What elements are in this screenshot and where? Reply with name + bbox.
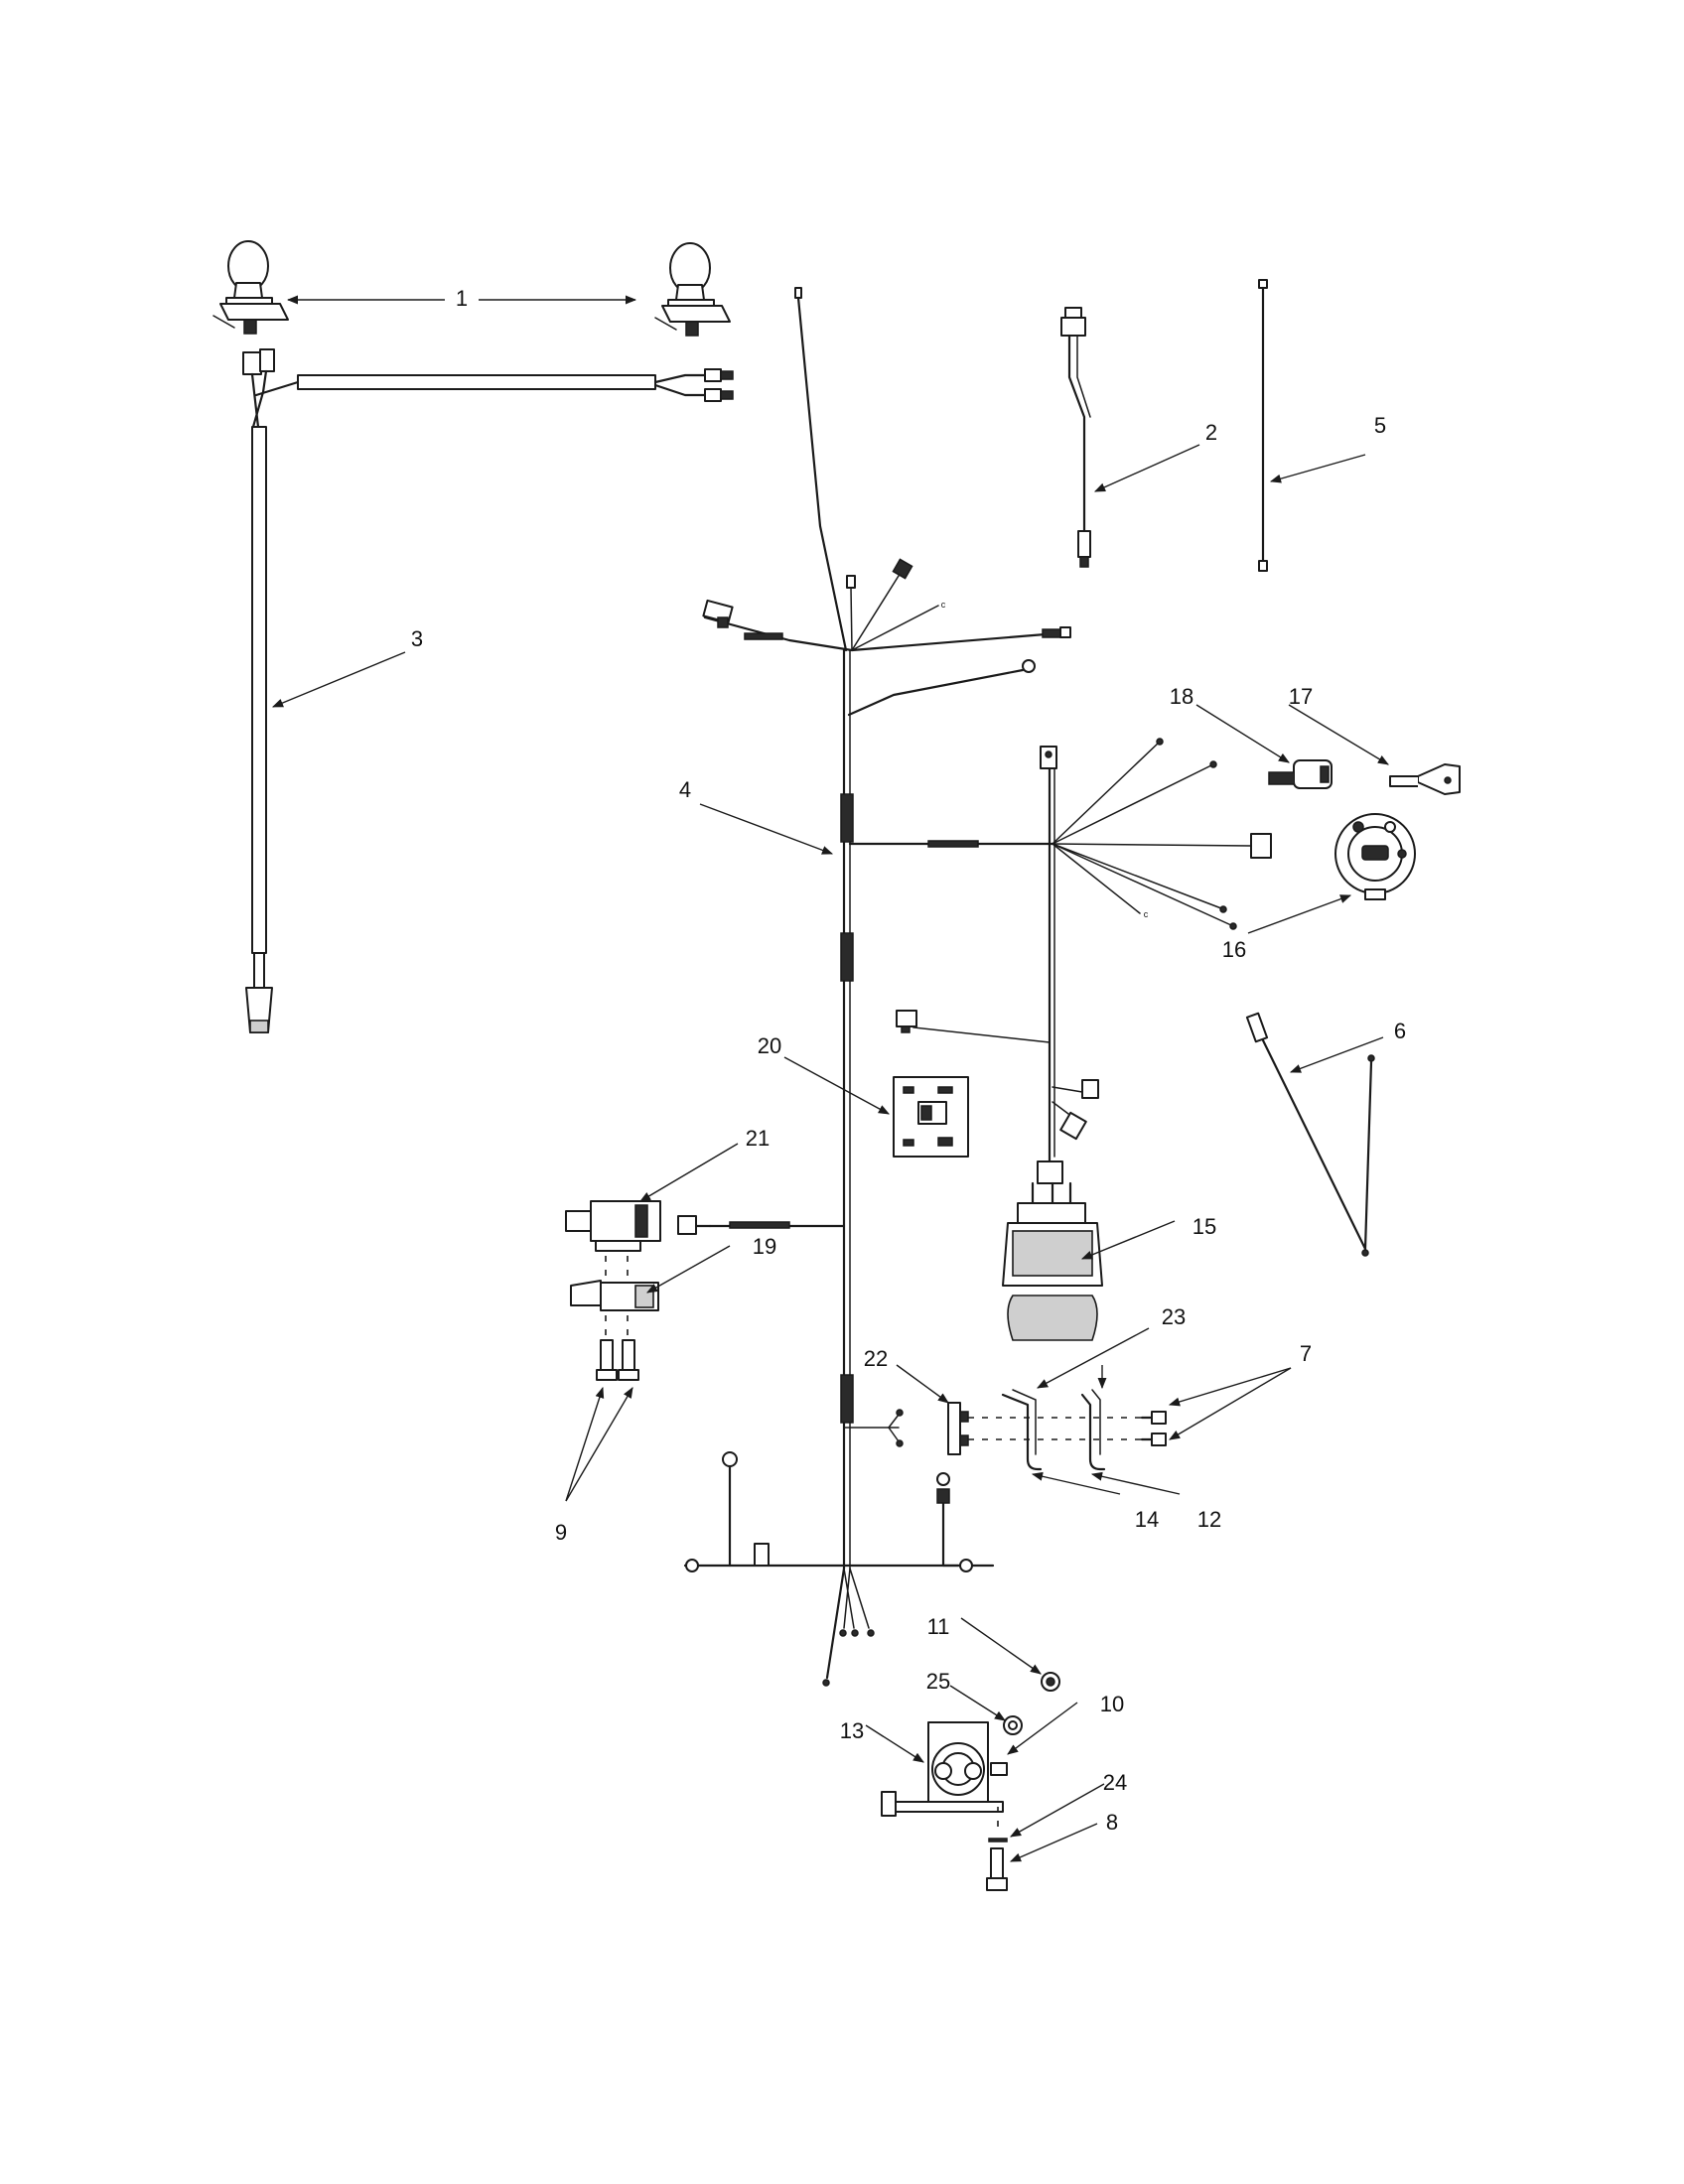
callout-14: 14 (1135, 1507, 1159, 1532)
headlight-bulb-left (212, 240, 289, 335)
callout-4: 4 (679, 777, 691, 802)
callout-7: 7 (1300, 1341, 1312, 1366)
callout-18: 18 (1170, 684, 1193, 709)
callout-labels: 1 2 3 4 5 6 7 8 9 10 11 12 13 14 15 16 1… (411, 286, 1406, 1835)
jumper-lead (1060, 307, 1091, 568)
bracket-12 (1080, 1389, 1106, 1471)
callout-9: 9 (555, 1520, 567, 1545)
screw-pair (596, 1339, 639, 1381)
dash-decal (893, 1076, 969, 1158)
svg-text:c: c (1144, 909, 1149, 919)
headlight-bulb-right (654, 242, 731, 337)
main-wiring-harness: c c (677, 287, 1272, 1687)
starter-solenoid (881, 1721, 1004, 1817)
callout-20: 20 (758, 1033, 781, 1058)
callout-21: 21 (746, 1126, 770, 1151)
ground-wire (1258, 279, 1268, 572)
ignition-key-silver (1389, 763, 1461, 795)
callout-24: 24 (1103, 1770, 1127, 1795)
callout-12: 12 (1197, 1507, 1221, 1532)
bracket-14 (1001, 1389, 1043, 1471)
callout-16: 16 (1222, 937, 1246, 962)
pto-switch (1002, 1160, 1103, 1341)
callout-19: 19 (753, 1234, 776, 1259)
callout-15: 15 (1193, 1214, 1216, 1239)
callout-2: 2 (1205, 420, 1217, 445)
lead-wire (1245, 1012, 1375, 1257)
switch-connector (947, 1402, 969, 1455)
relay-bracket (570, 1280, 659, 1311)
callout-25: 25 (926, 1669, 950, 1694)
callout-23: 23 (1162, 1304, 1186, 1329)
callout-3: 3 (411, 626, 423, 651)
terminal-pair (1140, 1411, 1167, 1446)
headlight-harness (242, 348, 734, 1033)
callout-6: 6 (1394, 1019, 1406, 1043)
callout-11: 11 (927, 1614, 950, 1639)
svg-text:c: c (941, 600, 946, 610)
callout-8: 8 (1106, 1810, 1118, 1835)
callout-22: 22 (864, 1346, 888, 1371)
relay (565, 1200, 661, 1252)
callout-10: 10 (1100, 1692, 1124, 1716)
leader-arrows (271, 295, 1389, 1862)
ignition-switch (1334, 813, 1416, 900)
callout-13: 13 (840, 1718, 864, 1743)
lock-washer-24 (988, 1838, 1008, 1843)
bolt-8 (986, 1847, 1008, 1891)
nut-10 (990, 1762, 1008, 1776)
callout-17: 17 (1289, 684, 1313, 709)
callout-1: 1 (456, 286, 468, 311)
ignition-key-black (1268, 759, 1333, 789)
callout-5: 5 (1374, 413, 1386, 438)
